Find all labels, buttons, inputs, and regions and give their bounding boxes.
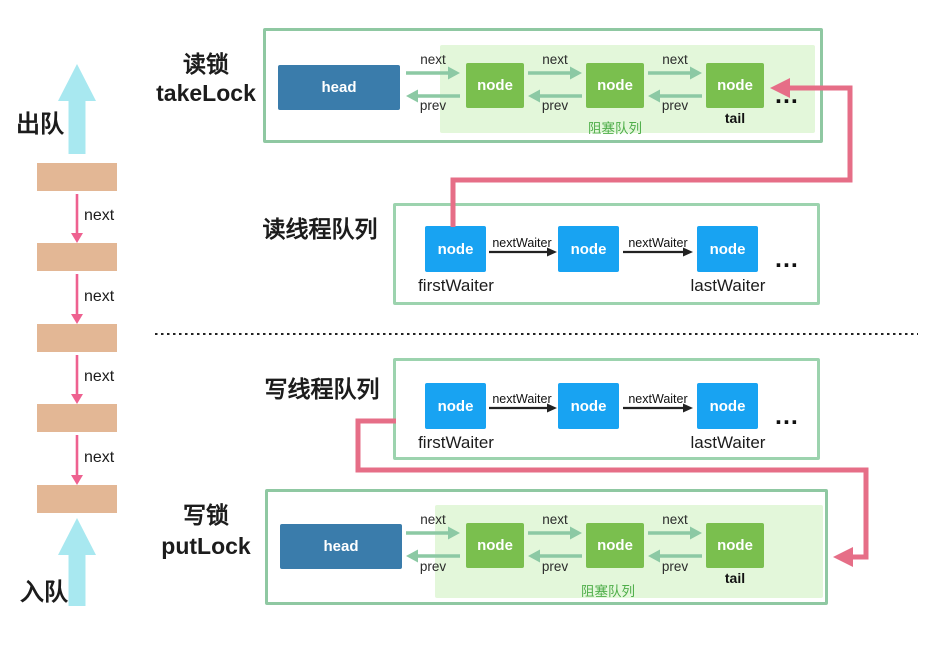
next-label: next (420, 512, 446, 527)
first-waiter-label: firstWaiter (418, 276, 494, 295)
put-lock-title-cn: 写锁 (183, 502, 229, 528)
read-queue-last-node: node (697, 226, 758, 272)
write-queue-title: 写线程队列 (264, 376, 380, 402)
next-label: next (420, 52, 446, 67)
prev-label: prev (419, 98, 447, 113)
next-label: next (542, 52, 568, 67)
prev-label: prev (419, 559, 447, 574)
prev-label: prev (541, 559, 569, 574)
put-lock-title-en: putLock (161, 533, 251, 559)
next-waiter-label: nextWaiter (628, 392, 688, 406)
node-label: node (709, 397, 746, 415)
first-waiter-label: firstWaiter (418, 433, 494, 452)
put-lock-node-2: node (586, 523, 644, 568)
tail-label: tail (724, 570, 746, 586)
next-waiter-label: nextWaiter (492, 392, 552, 406)
next-label: next (662, 512, 688, 527)
queue-item-box (37, 243, 117, 271)
next-waiter-label: nextWaiter (628, 236, 688, 250)
head-node-label: head (323, 538, 359, 555)
queue-item-box (37, 324, 117, 352)
next-pointer-label: next (84, 207, 115, 224)
take-lock-node-1: node (466, 63, 524, 108)
write-queue-first-node: node (425, 383, 486, 429)
read-queue-first-node: node (425, 226, 486, 272)
take-lock-title-en: takeLock (156, 80, 256, 106)
next-label: next (542, 512, 568, 527)
take-lock-node-2: node (586, 63, 644, 108)
take-lock-title-cn: 读锁 (183, 51, 229, 77)
prev-label: prev (661, 559, 689, 574)
node-label: node (437, 240, 474, 258)
tail-label: tail (724, 110, 746, 126)
blocking-queue-label: 阻塞队列 (581, 584, 635, 599)
next-waiter-label: nextWaiter (492, 236, 552, 250)
write-queue-node-2: node (558, 383, 619, 429)
read-queue-node-2: node (558, 226, 619, 272)
last-waiter-label: lastWaiter (690, 276, 766, 295)
put-lock-tail-node: node (706, 523, 764, 568)
take-lock-head-node: head (278, 65, 400, 110)
node-label: node (717, 537, 753, 554)
blocking-queue-label: 阻塞队列 (588, 121, 642, 136)
read-queue-title: 读线程队列 (262, 216, 378, 242)
prev-label: prev (661, 98, 689, 113)
put-lock-head-node: head (280, 524, 402, 569)
node-label: node (597, 77, 633, 94)
write-queue-last-node: node (697, 383, 758, 429)
dequeue-label: 出队 (16, 111, 64, 138)
node-label: node (477, 77, 513, 94)
node-label: node (570, 240, 607, 258)
last-waiter-label: lastWaiter (690, 433, 766, 452)
queue-item-box (37, 163, 117, 191)
next-label: next (662, 52, 688, 67)
node-label: node (717, 77, 753, 94)
node-label: node (570, 397, 607, 415)
node-label: node (709, 240, 746, 258)
node-label: node (437, 397, 474, 415)
head-node-label: head (321, 79, 357, 96)
next-pointer-label: next (84, 449, 115, 466)
queue-item-box (37, 485, 117, 513)
prev-label: prev (541, 98, 569, 113)
ellipsis: ... (775, 245, 799, 273)
ellipsis: ... (775, 402, 799, 430)
ellipsis: ... (775, 81, 799, 109)
next-pointer-label: next (84, 288, 115, 305)
node-label: node (597, 537, 633, 554)
enqueue-label: 入队 (20, 579, 68, 606)
node-label: node (477, 537, 513, 554)
next-pointer-label: next (84, 368, 115, 385)
queue-item-box (37, 404, 117, 432)
take-lock-tail-node: node (706, 63, 764, 108)
put-lock-node-1: node (466, 523, 524, 568)
